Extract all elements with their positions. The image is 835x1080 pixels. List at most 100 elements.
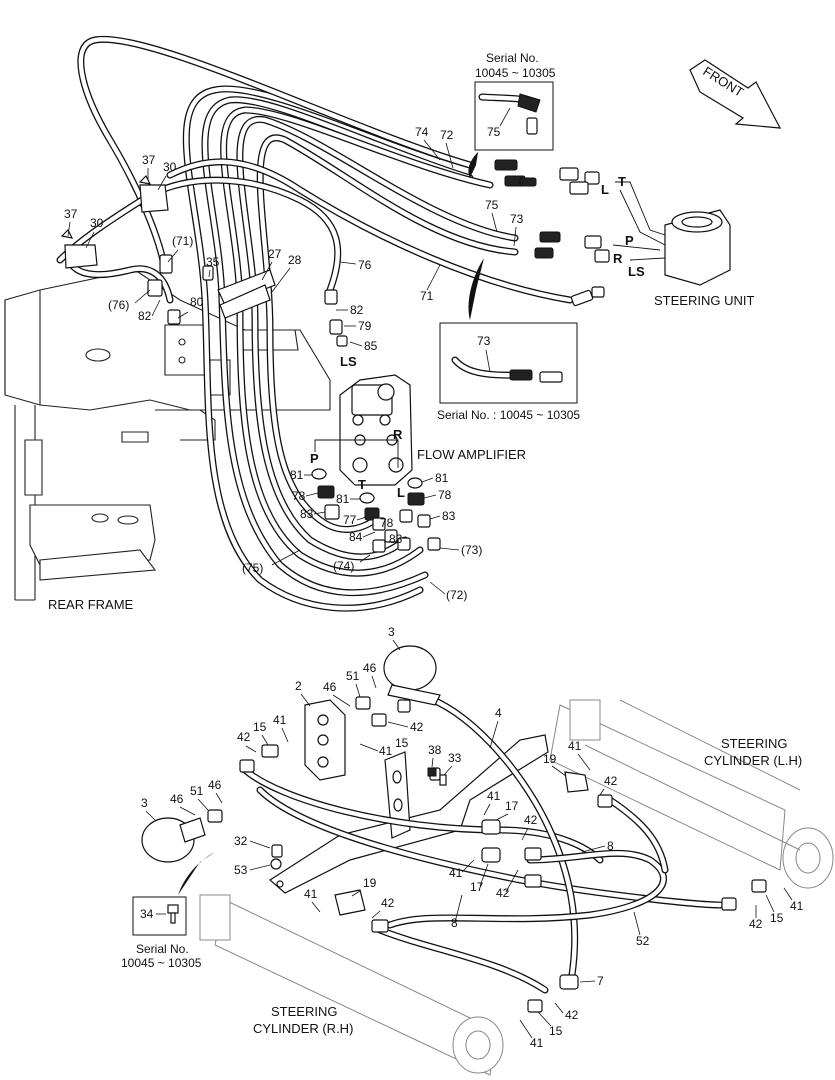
callout-51b: 51 xyxy=(190,784,204,798)
callout-71: 71 xyxy=(420,289,434,303)
flow-amplifier-label: FLOW AMPLIFIER xyxy=(417,447,526,462)
callout-7: 7 xyxy=(597,974,604,988)
mounting-bracket xyxy=(269,734,549,894)
front-arrow: FRONT xyxy=(689,59,782,129)
callout-74p: (74) xyxy=(333,559,354,573)
serial-box-mid-caption: Serial No. : 10045 ~ 10305 xyxy=(437,408,580,422)
port-T-fa: T xyxy=(358,477,366,492)
callout-81c: 81 xyxy=(435,471,449,485)
callout-4: 4 xyxy=(495,706,502,720)
callout-17b: 17 xyxy=(470,880,484,894)
port-L-su: L xyxy=(601,182,609,197)
callout-82b: 82 xyxy=(138,309,152,323)
callout-33: 33 xyxy=(448,751,462,765)
callout-71p: (71) xyxy=(172,234,193,248)
serial-box-mid-part: 73 xyxy=(477,334,491,348)
port-R-su: R xyxy=(613,251,623,266)
callout-30a: 30 xyxy=(163,160,177,174)
callout-19b: 19 xyxy=(363,876,377,890)
callout-77: 77 xyxy=(343,513,357,527)
callout-42b: 42 xyxy=(410,720,424,734)
flow-amplifier-fittings xyxy=(311,468,441,553)
callout-42g: 42 xyxy=(749,917,763,931)
callout-53: 53 xyxy=(234,863,248,877)
port-P-fa: P xyxy=(310,451,319,466)
leader-wedge-mid xyxy=(468,258,484,320)
serial-box-lower-line1: Serial No. xyxy=(136,942,189,956)
callout-46a: 46 xyxy=(363,661,377,675)
serial-box-top-line1: Serial No. xyxy=(486,51,539,65)
callout-52: 52 xyxy=(636,934,650,948)
upper-labels: STEERING UNIT FLOW AMPLIFIER REAR FRAME … xyxy=(48,125,754,612)
serial-box-mid: 73 Serial No. : 10045 ~ 10305 xyxy=(437,322,580,422)
steering-cylinder-lh xyxy=(549,699,834,889)
callout-42c: 42 xyxy=(524,813,538,827)
callout-75: 75 xyxy=(485,198,499,212)
rear-frame-structure xyxy=(4,269,331,601)
callout-8b: 8 xyxy=(451,916,458,930)
port-R-fa: R xyxy=(393,427,403,442)
steering-unit-label: STEERING UNIT xyxy=(654,293,754,308)
callout-41c: 41 xyxy=(487,789,501,803)
callout-3a: 3 xyxy=(388,625,395,639)
callout-42a: 42 xyxy=(237,730,251,744)
callout-28: 28 xyxy=(288,253,302,267)
leader-wedge-top xyxy=(468,152,478,178)
callout-78a: 78 xyxy=(292,489,306,503)
callout-42h: 42 xyxy=(565,1008,579,1022)
callout-15a: 15 xyxy=(253,720,267,734)
callout-83a: 83 xyxy=(300,507,314,521)
callout-85: 85 xyxy=(364,339,378,353)
callout-15d: 15 xyxy=(549,1024,563,1038)
steering-cyl-rh-line1: STEERING xyxy=(271,1004,337,1019)
callout-19a: 19 xyxy=(543,752,557,766)
callout-30b: 30 xyxy=(90,216,104,230)
serial-box-lower-line2: 10045 ~ 10305 xyxy=(121,956,202,970)
port-T-su: T xyxy=(618,174,626,189)
callout-15b: 15 xyxy=(395,736,409,750)
callout-35: 35 xyxy=(206,255,220,269)
serial-box-top-part: 75 xyxy=(487,125,501,139)
port-P-su: P xyxy=(625,233,634,248)
callout-46d: 46 xyxy=(170,792,184,806)
serial-box-lower: 34 Serial No. 10045 ~ 10305 xyxy=(121,852,215,970)
callout-2: 2 xyxy=(295,679,302,693)
callout-41d: 41 xyxy=(449,866,463,880)
port-L-fa: L xyxy=(397,485,405,500)
callout-76: 76 xyxy=(358,258,372,272)
callout-46c: 46 xyxy=(208,778,222,792)
callout-41g: 41 xyxy=(790,899,804,913)
callout-41b: 41 xyxy=(379,744,393,758)
callout-3b: 3 xyxy=(141,796,148,810)
callout-42e: 42 xyxy=(604,774,618,788)
callout-42d: 42 xyxy=(496,886,510,900)
callout-80: 80 xyxy=(190,295,204,309)
port-LS-su: LS xyxy=(628,264,645,279)
callout-37b: 37 xyxy=(64,207,78,221)
port-LS-fa: LS xyxy=(340,354,357,369)
callout-42f: 42 xyxy=(381,896,395,910)
callout-83c: 83 xyxy=(442,509,456,523)
callout-38: 38 xyxy=(428,743,442,757)
callout-51a: 51 xyxy=(346,669,360,683)
callout-15c: 15 xyxy=(770,911,784,925)
serial-box-top: Serial No. 10045 ~ 10305 75 xyxy=(474,51,556,151)
callout-41e: 41 xyxy=(568,739,582,753)
callout-81a: 81 xyxy=(290,468,304,482)
callout-83b: 83 xyxy=(389,532,403,546)
callout-82a: 82 xyxy=(350,303,364,317)
steering-unit xyxy=(612,181,731,286)
callout-41a: 41 xyxy=(273,713,287,727)
callout-73: 73 xyxy=(510,212,524,226)
lower-parts xyxy=(141,645,767,1013)
callout-74: 74 xyxy=(415,125,429,139)
serial-box-lower-part: 34 xyxy=(140,907,154,921)
lower-labels: STEERING CYLINDER (L.H) STEERING CYLINDE… xyxy=(141,625,804,1050)
callout-84: 84 xyxy=(349,530,363,544)
callout-78b: 78 xyxy=(380,516,394,530)
upper-fittings xyxy=(60,159,610,347)
steering-cyl-lh-line2: CYLINDER (L.H) xyxy=(704,753,802,768)
callout-46b: 46 xyxy=(323,680,337,694)
callout-8a: 8 xyxy=(607,839,614,853)
